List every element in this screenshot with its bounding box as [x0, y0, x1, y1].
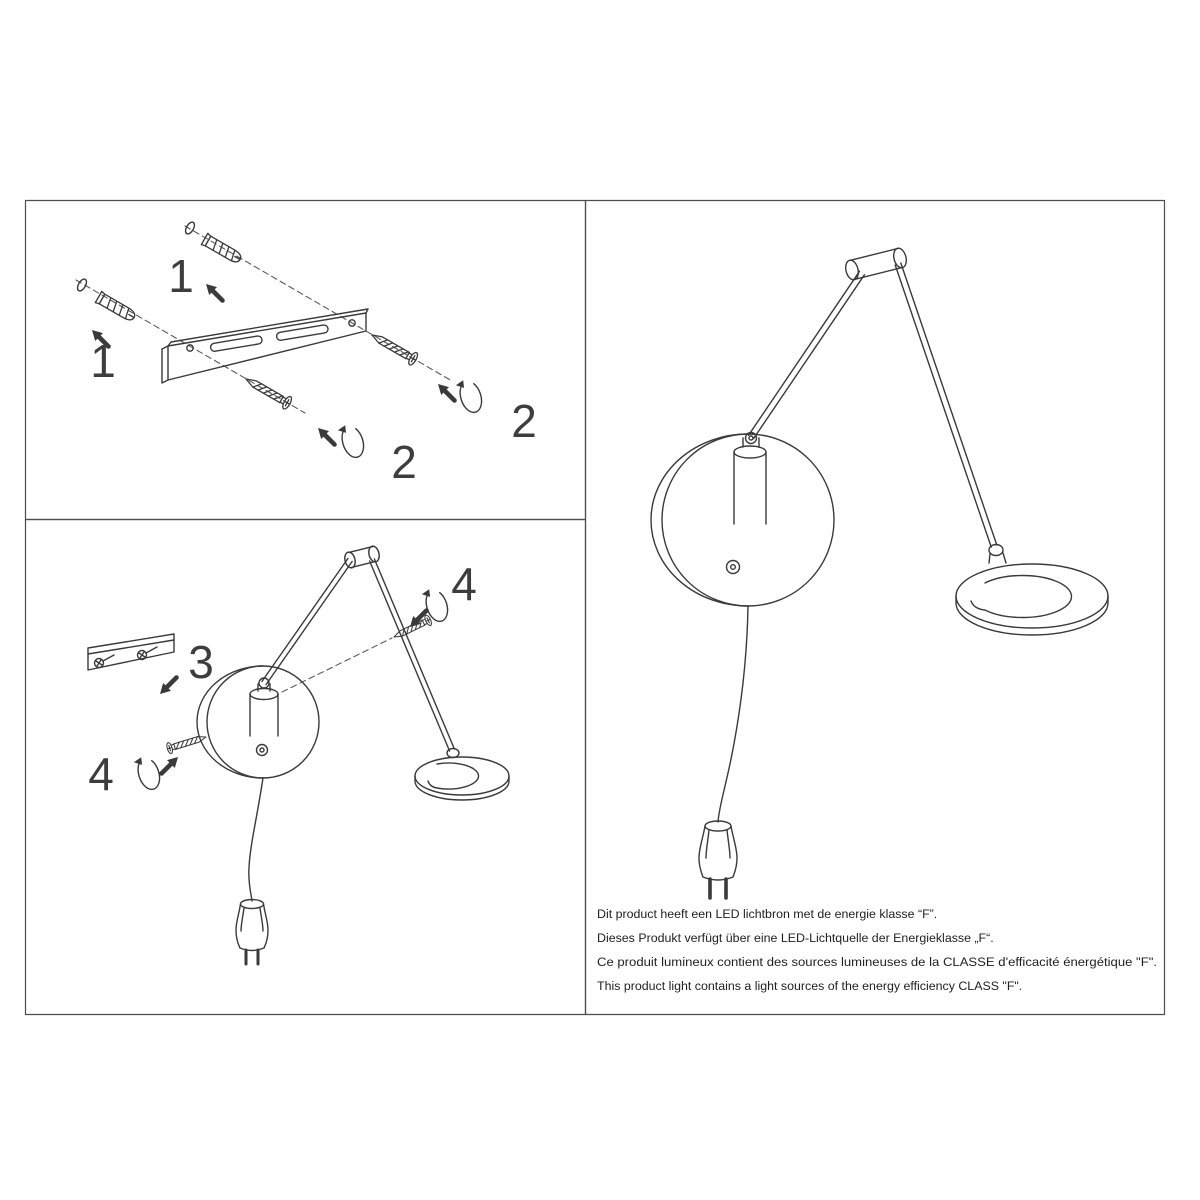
bracket-hole [348, 319, 356, 327]
energy-notes: Dit product heeft een LED lichtbron met … [597, 907, 1157, 993]
step-label-4: 4 [451, 558, 477, 610]
step-label-2: 2 [511, 395, 537, 447]
wall-plug-b [94, 290, 138, 324]
lamp-head [414, 756, 510, 796]
lamp-arm-lower [368, 558, 456, 752]
rotate-arrow-icon [336, 420, 368, 462]
rotate-arrow-icon [454, 375, 486, 417]
push-arrow-icon [162, 757, 179, 774]
power-plug [235, 898, 269, 966]
step-label-3: 3 [188, 636, 214, 688]
bracket-hole [186, 344, 194, 352]
power-plug [698, 820, 738, 900]
step-label-1: 1 [90, 335, 116, 387]
screw-a [367, 328, 420, 368]
note-english: This product light contains a light sour… [597, 979, 1022, 993]
lamp-arm-lower [894, 262, 998, 548]
led-ring [427, 762, 480, 790]
hub-cylinder [733, 451, 767, 525]
wall-hole-b [76, 278, 88, 292]
power-cord [248, 777, 264, 902]
switch-button [255, 743, 269, 757]
switch-button [725, 559, 741, 575]
small-bracket [87, 633, 175, 671]
elbow-joint [849, 247, 903, 281]
assembled-lamp-diagram: Dit product heeft een LED lichtbron met … [597, 247, 1157, 993]
wall-plate [661, 433, 835, 607]
wall-hole-a [184, 221, 196, 235]
rotate-arrow-icon [132, 752, 164, 794]
led-ring [970, 574, 1073, 619]
lamp-arm-upper [261, 557, 353, 686]
push-arrow-icon [206, 284, 223, 301]
panel-assembled-lamp [584, 199, 1166, 1016]
wall-plug-a [200, 232, 244, 266]
screw-b [241, 372, 294, 412]
lamp-head [955, 563, 1109, 629]
bracket-mounting-diagram: 1 1 2 2 [75, 221, 537, 488]
wall-plate [206, 665, 320, 779]
wall-lamp-small [196, 545, 510, 966]
note-german: Dieses Produkt verfügt über eine LED-Lic… [597, 931, 994, 945]
step-label-1: 1 [168, 250, 194, 302]
step-label-2: 2 [391, 436, 417, 488]
note-french: Ce produit lumineux contient des sources… [597, 955, 1157, 969]
power-cord [717, 605, 749, 823]
lamp-arm-upper [747, 270, 866, 440]
mounting-bracket [161, 308, 369, 384]
bracket-slot [209, 335, 263, 352]
step-label-4: 4 [88, 748, 114, 800]
push-arrow-icon [438, 384, 455, 401]
note-dutch: Dit product heeft een LED lichtbron met … [597, 907, 937, 921]
hook-arrow-icon [160, 678, 177, 695]
push-arrow-icon [318, 428, 335, 445]
bracket-slot [275, 324, 329, 341]
lamp-hanging-diagram: 3 [87, 545, 510, 966]
